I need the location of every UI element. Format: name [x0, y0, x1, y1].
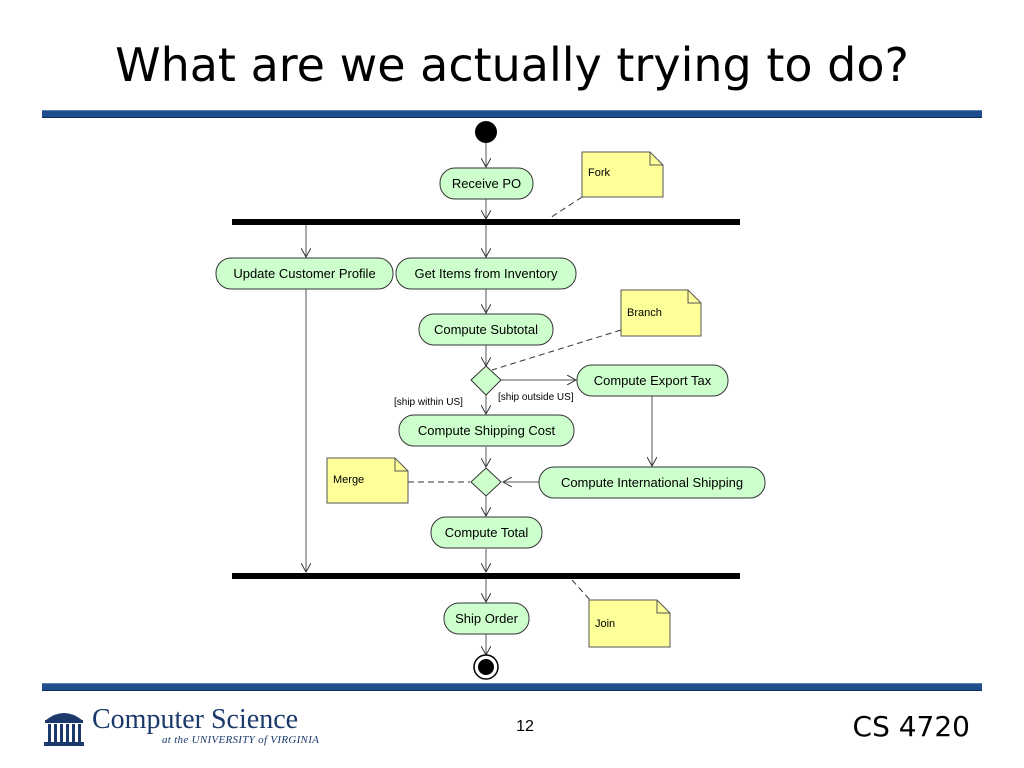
action-get-items: Get Items from Inventory — [395, 257, 577, 290]
action-compute-subtotal: Compute Subtotal — [418, 313, 554, 346]
action-ship-order: Ship Order — [443, 602, 530, 635]
action-compute-international-shipping: Compute International Shipping — [538, 466, 766, 499]
fork-bar — [232, 219, 740, 225]
join-bar — [232, 573, 740, 579]
note-branch: Branch — [620, 289, 702, 337]
logo-wordmark: Computer Science — [92, 704, 299, 735]
rotunda-icon — [44, 713, 84, 746]
fork-note-connector — [549, 196, 583, 219]
cs-uva-logo: Computer Science at the UNIVERSITY of VI… — [42, 704, 332, 750]
label-update-profile: Update Customer Profile — [233, 266, 375, 281]
edges — [306, 143, 652, 655]
logo-subtitle: at the UNIVERSITY of VIRGINIA — [162, 734, 320, 746]
label-ship-order: Ship Order — [455, 611, 519, 626]
note-fork: Fork — [581, 151, 664, 198]
action-update-customer-profile: Update Customer Profile — [215, 257, 394, 290]
action-compute-export-tax: Compute Export Tax — [576, 364, 729, 397]
note-branch-label: Branch — [627, 307, 662, 319]
label-receive-po: Receive PO — [452, 176, 521, 191]
branch-note-connector — [491, 329, 622, 371]
page-number: 12 — [516, 718, 534, 735]
course-code: CS 4720 — [852, 710, 970, 743]
join-note-connector — [571, 579, 591, 601]
initial-node — [475, 121, 497, 143]
label-compute-total: Compute Total — [445, 525, 529, 540]
note-fork-label: Fork — [588, 167, 611, 179]
label-compute-subtotal: Compute Subtotal — [434, 322, 538, 337]
final-node-inner — [478, 659, 494, 675]
action-receive-po: Receive PO — [439, 167, 534, 200]
action-compute-total: Compute Total — [430, 516, 543, 549]
label-compute-shipping: Compute Shipping Cost — [418, 423, 556, 438]
note-merge-label: Merge — [333, 474, 364, 486]
action-compute-shipping-cost: Compute Shipping Cost — [398, 414, 575, 447]
guard-ship-within-us: [ship within US] — [394, 397, 463, 408]
note-merge: Merge — [326, 457, 409, 504]
branch-diamond — [470, 365, 502, 396]
slide-title: What are we actually trying to do? — [115, 38, 909, 92]
note-join-label: Join — [595, 618, 615, 630]
label-get-items: Get Items from Inventory — [414, 266, 558, 281]
label-compute-intl-shipping: Compute International Shipping — [561, 475, 743, 490]
top-rule — [42, 110, 982, 118]
merge-diamond — [470, 467, 502, 497]
note-connectors — [408, 196, 622, 601]
label-compute-export-tax: Compute Export Tax — [594, 373, 712, 388]
note-join: Join — [588, 599, 671, 648]
guard-ship-outside-us: [ship outside US] — [498, 392, 574, 403]
bottom-rule — [42, 683, 982, 691]
